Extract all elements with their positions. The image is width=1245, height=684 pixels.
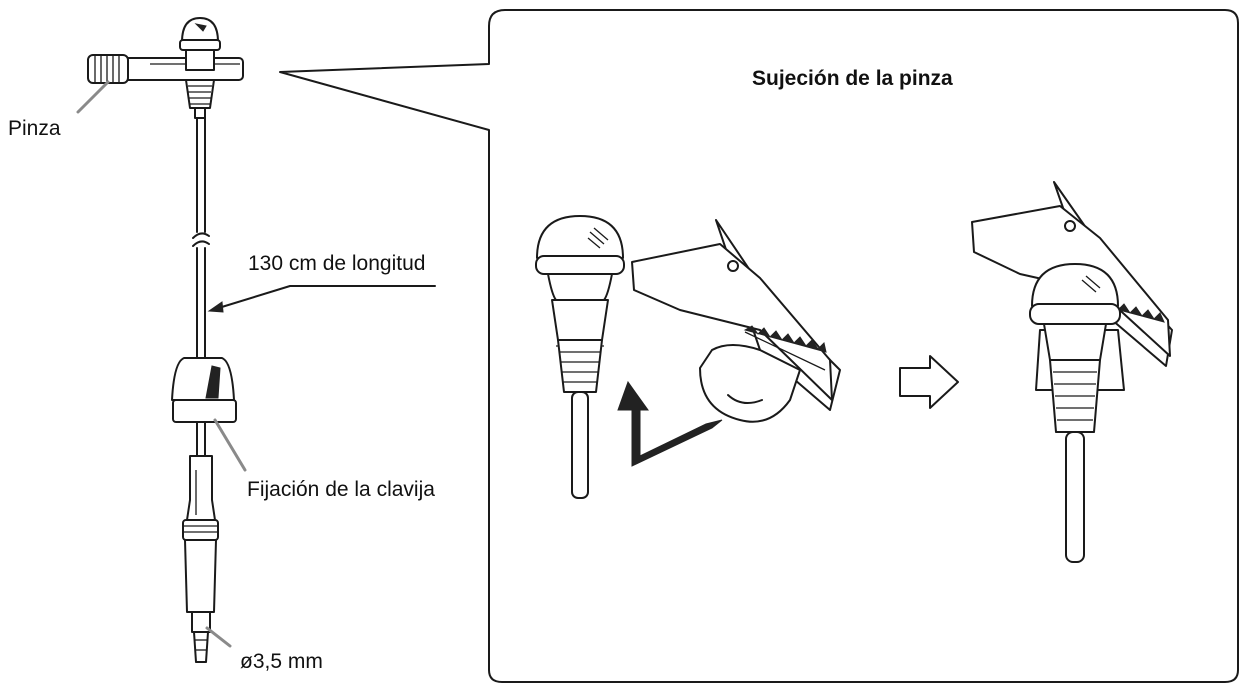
callout-inset: Sujeción de la pinza bbox=[279, 9, 1239, 683]
length-label: 130 cm de longitud bbox=[248, 252, 425, 275]
plug-fixture bbox=[171, 357, 237, 457]
clip-label: Pinza bbox=[8, 117, 61, 140]
mic-capsule bbox=[179, 17, 221, 119]
callout-frame bbox=[279, 9, 1239, 683]
plug-size-leader bbox=[205, 626, 232, 648]
next-step-arrow bbox=[899, 355, 959, 409]
leader-lines bbox=[76, 80, 436, 648]
length-arrowhead bbox=[207, 301, 224, 313]
plug-fixture-leader bbox=[213, 418, 247, 472]
length-leader bbox=[211, 285, 436, 311]
inset-title: Sujeción de la pinza bbox=[752, 67, 953, 90]
cable bbox=[192, 117, 210, 359]
plug-fixture-label: Fijación de la clavija bbox=[247, 478, 435, 501]
clip-leader bbox=[76, 80, 110, 114]
step1-microphone bbox=[535, 215, 625, 499]
insert-arrow bbox=[617, 380, 723, 467]
microphone-assembly bbox=[87, 17, 244, 663]
clip bbox=[87, 54, 244, 84]
plug-size-label: ø3,5 mm bbox=[240, 650, 323, 673]
step2-clip-with-mic bbox=[971, 181, 1173, 563]
step1-clip bbox=[631, 219, 841, 423]
plug bbox=[182, 455, 219, 663]
